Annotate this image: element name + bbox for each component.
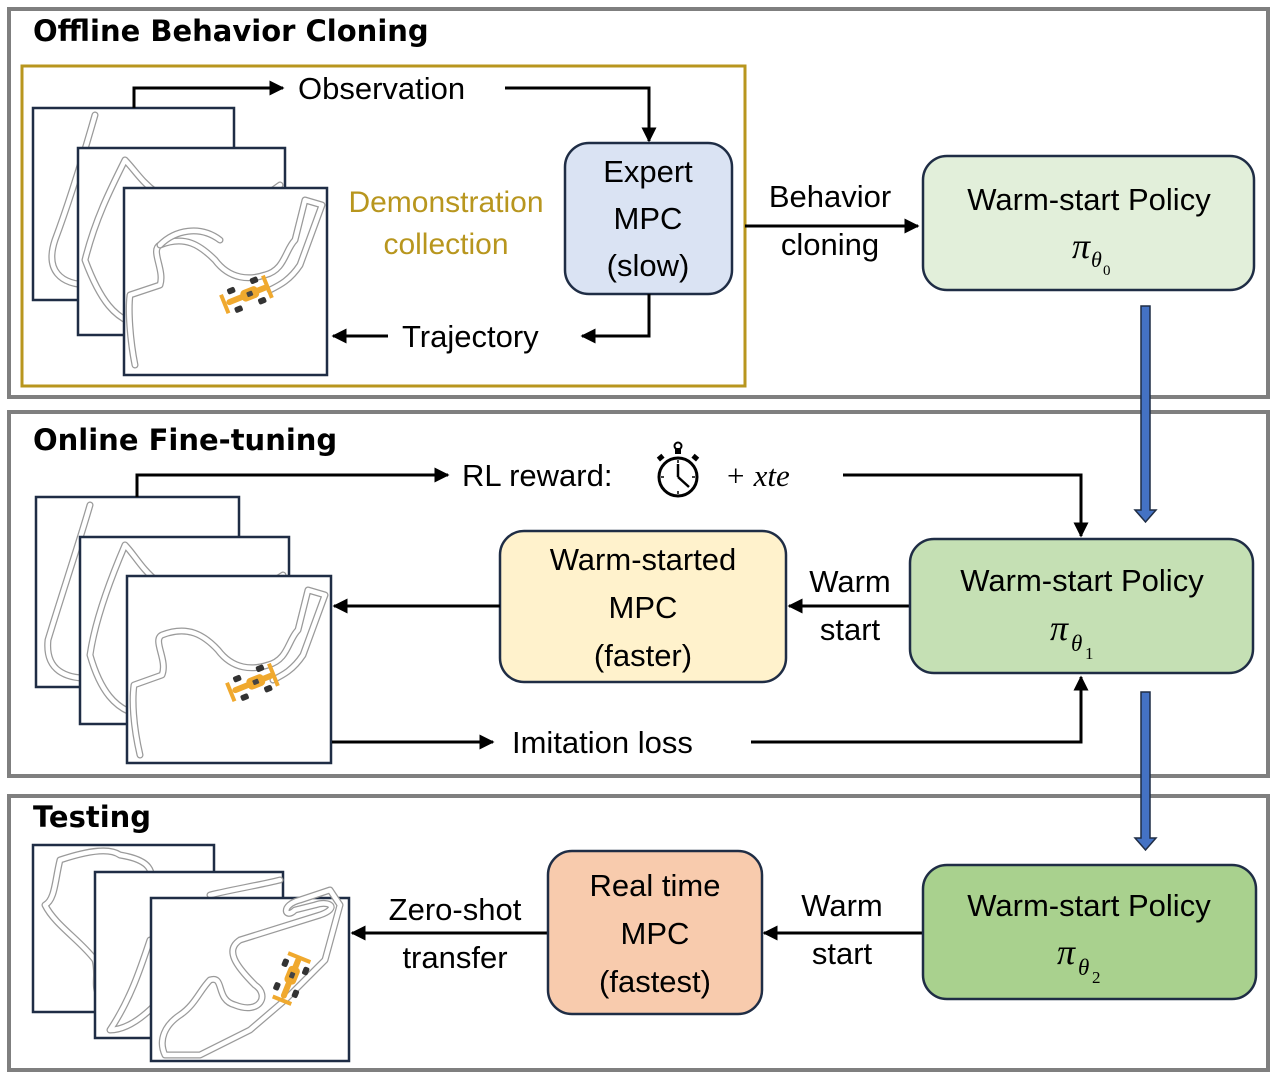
policy-0-title: Warm-start Policy: [967, 182, 1211, 217]
panel-offline-behavior-cloning: Offline Behavior Cloning: [7, 7, 1270, 399]
policy-1-symbol: π: [1050, 608, 1069, 648]
expert-mpc-line1: Expert: [603, 154, 693, 189]
track-image-3: [149, 886, 351, 1063]
rl-reward-arrow: [135, 467, 450, 497]
zero-shot-label-line1: Zero-shot: [389, 892, 522, 927]
track-image-stack: [31, 106, 329, 377]
realtime-mpc-line1: Real time: [590, 868, 721, 903]
warm-start-policy-2-box: Warm-start Policy π θ 2: [921, 863, 1258, 1001]
imitation-loss-label: Imitation loss: [512, 725, 693, 760]
track-image-3: [125, 574, 333, 765]
track-image-3: [122, 186, 329, 377]
policy-1-subscript: 1: [1085, 644, 1094, 663]
warm-start-label-line2: start: [812, 936, 873, 971]
observation-arrow: [132, 80, 285, 108]
expert-to-trajectory-arrow: [580, 294, 651, 344]
expert-mpc-line3: (slow): [607, 248, 690, 283]
track-image-stack: [34, 495, 333, 765]
warm-start-policy-0-box: Warm-start Policy π θ 0: [921, 154, 1256, 292]
realtime-mpc-line2: MPC: [621, 916, 690, 951]
reward-xte-term: + xte: [725, 458, 790, 493]
policy-1-param: θ: [1071, 631, 1082, 656]
behavior-cloning-label-line1: Behavior: [769, 179, 891, 214]
policy-1-title: Warm-start Policy: [960, 563, 1204, 598]
track-image-stack: [31, 843, 351, 1063]
observation-label: Observation: [298, 71, 465, 106]
demonstration-label-line1: Demonstration: [348, 186, 543, 219]
policy-0-param: θ: [1091, 247, 1102, 272]
panel-testing: Testing Zero-shot transfer: [7, 794, 1270, 1072]
warm-mpc-line3: (faster): [594, 638, 692, 673]
trajectory-label: Trajectory: [402, 319, 539, 354]
warm-start-label-line1: Warm: [809, 564, 891, 599]
panel-title: Testing: [33, 800, 151, 834]
rl-reward-label: RL reward:: [462, 458, 612, 493]
behavior-cloning-label-line2: cloning: [781, 227, 879, 262]
policy-2-param: θ: [1078, 955, 1089, 980]
panel-online-fine-tuning: Online Fine-tuning RL reward:: [7, 410, 1270, 778]
expert-mpc-line2: MPC: [614, 201, 683, 236]
policy-2-subscript: 2: [1092, 968, 1101, 987]
panel-title: Online Fine-tuning: [33, 423, 337, 457]
demonstration-label-line2: collection: [383, 228, 508, 261]
policy-2-symbol: π: [1057, 932, 1076, 972]
observation-to-expert-arrow: [505, 86, 657, 143]
stopwatch-icon: [656, 441, 700, 498]
policy-0-subscript: 0: [1103, 263, 1111, 279]
policy-0-symbol: π: [1072, 226, 1091, 266]
warm-mpc-line1: Warm-started: [550, 542, 737, 577]
real-time-mpc-box: Real time MPC (fastest): [546, 849, 764, 1016]
imitation-to-policy-arrow: [751, 675, 1089, 744]
warm-mpc-line2: MPC: [609, 590, 678, 625]
policy-2-title: Warm-start Policy: [967, 888, 1211, 923]
warm-start-label-line2: start: [820, 612, 881, 647]
realtime-mpc-line3: (fastest): [599, 964, 711, 999]
panel-title: Offline Behavior Cloning: [33, 14, 429, 48]
policy-transition-arrow-0-to-1: [1133, 305, 1158, 524]
warm-start-policy-1-box: Warm-start Policy π θ 1: [908, 537, 1255, 675]
zero-shot-label-line2: transfer: [402, 940, 507, 975]
policy-transition-arrow-1-to-2: [1133, 691, 1158, 852]
reward-to-policy-arrow: [843, 473, 1089, 538]
warm-start-label-line1: Warm: [801, 888, 883, 923]
expert-mpc-box: Expert MPC (slow): [563, 141, 734, 296]
warm-started-mpc-box: Warm-started MPC (faster): [498, 529, 788, 684]
